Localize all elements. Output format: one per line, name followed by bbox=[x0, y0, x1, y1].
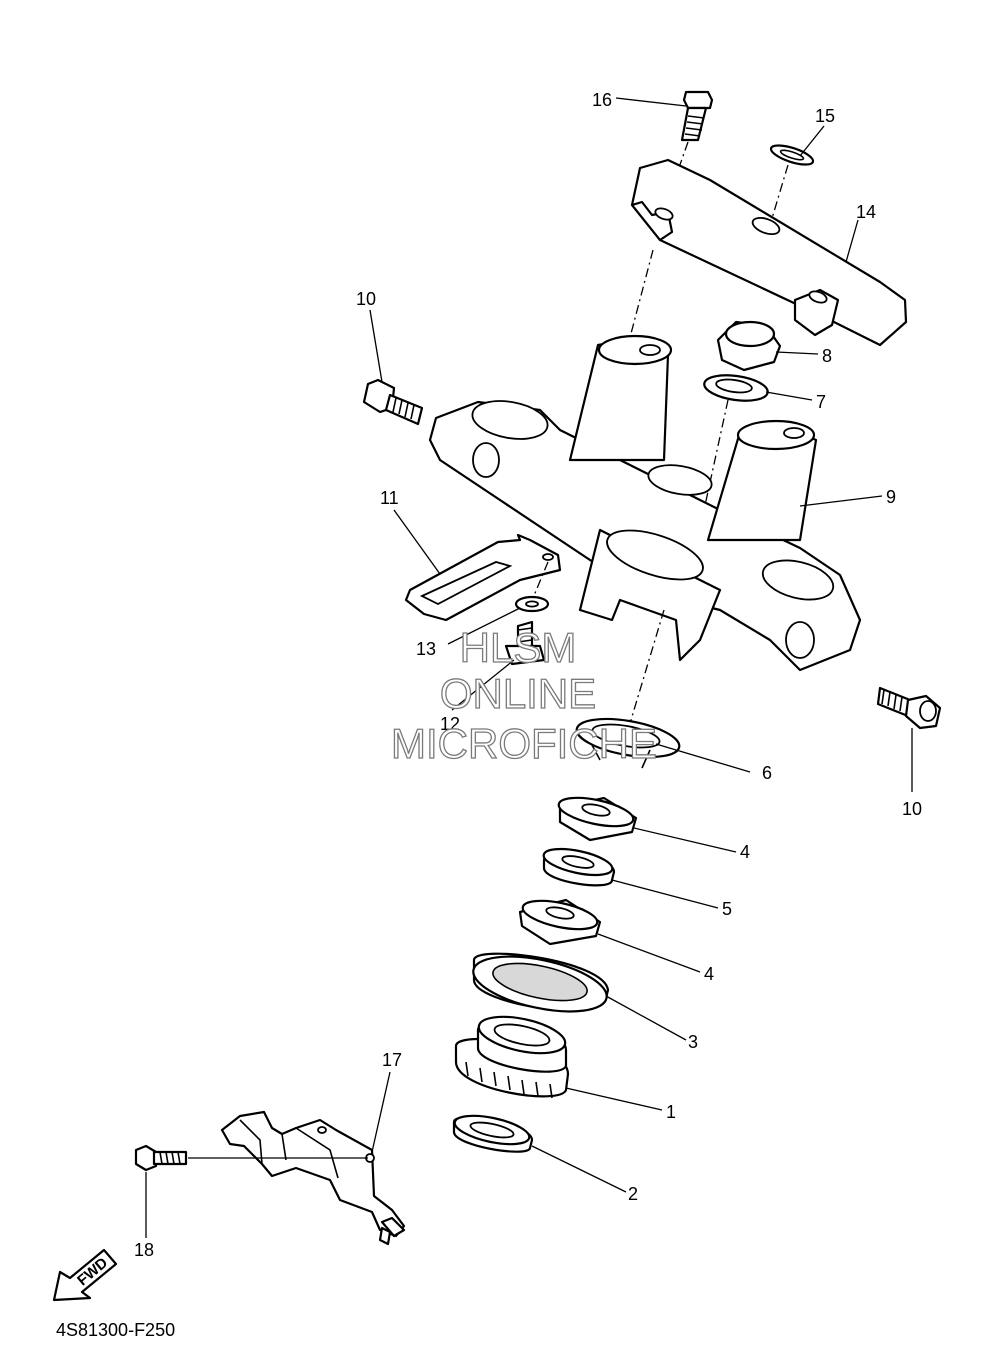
part-5-washer bbox=[542, 847, 616, 887]
part-17-clamp-bracket bbox=[220, 1110, 406, 1246]
part-1-bearing bbox=[454, 1015, 570, 1099]
part-13-washer bbox=[514, 595, 550, 613]
part-16-bolt bbox=[680, 90, 714, 142]
callout-6: 6 bbox=[762, 763, 772, 783]
watermark-line-2: ONLINE bbox=[440, 670, 596, 717]
watermark-line-3: MICROFICHE bbox=[391, 720, 657, 767]
part-3-dust-seal bbox=[472, 952, 610, 1013]
callout-4-upper: 4 bbox=[740, 842, 750, 862]
callout-labels: 16 15 14 10 8 7 9 11 13 12 10 6 4 5 4 3 … bbox=[134, 90, 922, 1260]
diagram-code: 4S81300-F250 bbox=[56, 1320, 175, 1340]
callout-10-left: 10 bbox=[356, 289, 376, 309]
callout-14: 14 bbox=[856, 202, 876, 222]
callout-18: 18 bbox=[134, 1240, 154, 1260]
fwd-arrow-icon: FWD bbox=[52, 1248, 118, 1302]
part-15-cap bbox=[769, 144, 815, 166]
part-9-under-bracket bbox=[428, 334, 862, 672]
callout-5: 5 bbox=[722, 899, 732, 919]
callout-9: 9 bbox=[886, 487, 896, 507]
part-7-washer bbox=[703, 374, 769, 402]
callout-11: 11 bbox=[380, 488, 399, 508]
part-10-bolt-right bbox=[876, 686, 942, 730]
part-14-upper-holder bbox=[630, 158, 908, 347]
watermark: HLSM ONLINE MICROFICHE bbox=[390, 623, 657, 767]
part-4-ring-nut-upper bbox=[557, 796, 638, 842]
watermark-line-1: HLSM bbox=[460, 624, 577, 671]
callout-2: 2 bbox=[628, 1184, 638, 1204]
part-8-nut bbox=[716, 320, 782, 372]
callout-1: 1 bbox=[666, 1102, 676, 1122]
callout-3: 3 bbox=[688, 1032, 698, 1052]
part-4-ring-nut-lower bbox=[518, 898, 602, 946]
callout-16: 16 bbox=[592, 90, 612, 110]
part-18-bolt bbox=[134, 1144, 188, 1172]
callout-12: 12 bbox=[440, 714, 460, 734]
part-10-bolt-left bbox=[362, 378, 424, 426]
callout-17: 17 bbox=[382, 1050, 402, 1070]
callout-7: 7 bbox=[816, 392, 826, 412]
part-11-bracket bbox=[404, 533, 562, 622]
part-6-lock-washer bbox=[575, 717, 681, 769]
callout-4-lower: 4 bbox=[704, 964, 714, 984]
callout-8: 8 bbox=[822, 346, 832, 366]
part-12-screw bbox=[504, 620, 546, 666]
callout-13: 13 bbox=[416, 639, 436, 659]
leader-lines bbox=[145, 97, 913, 1238]
part-2-seal-ring bbox=[452, 1114, 534, 1153]
callout-10-right: 10 bbox=[902, 799, 922, 819]
callout-15: 15 bbox=[815, 106, 835, 126]
